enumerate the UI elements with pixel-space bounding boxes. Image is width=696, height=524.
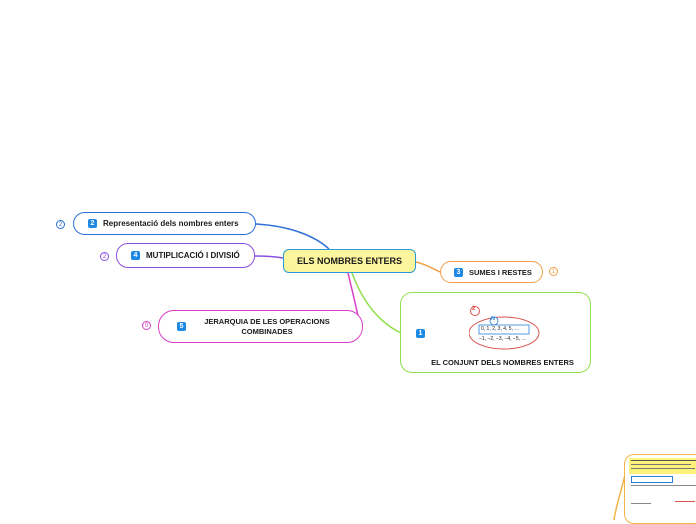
connector-multiplicacio	[254, 255, 284, 259]
set-badge: 2	[472, 306, 476, 312]
topic-number-badge: 2	[88, 219, 97, 228]
doc-line	[631, 485, 696, 486]
topic-label: EL CONJUNT DELS NOMBRES ENTERS	[431, 358, 574, 367]
connector-representacio	[255, 223, 330, 250]
set-symbol-n: N	[491, 316, 495, 322]
topic-label: Representació dels nombres enters	[103, 219, 239, 228]
topic-number-badge: 3	[454, 267, 463, 277]
topic-number-badge: 1	[416, 329, 425, 338]
central-topic[interactable]: ELS NOMBRES ENTERS	[283, 249, 416, 273]
topic-label: MUTIPLICACIÓ I DIVISIÓ	[146, 251, 240, 260]
negatives-list: −1, −2, −3, −4, −5, …	[479, 336, 527, 342]
connector-sumes	[415, 261, 441, 273]
topic-label: SUMES I RESTES	[469, 267, 532, 277]
topic-jerarquia[interactable]: 5 JERARQUIA DE LES OPERACIONS COMBINADES	[158, 310, 363, 343]
topic-conjunt[interactable]: 1 2 N 0, 1, 2, 3, 4, 5, … −1, −2, −3, −4…	[400, 292, 591, 373]
doc-line	[631, 468, 695, 469]
child-count-badge[interactable]: 2	[100, 252, 109, 261]
connector-conjunt	[351, 272, 402, 334]
doc-line	[631, 460, 696, 461]
child-count-badge[interactable]: 2	[56, 220, 65, 229]
central-topic-label: ELS NOMBRES ENTERS	[296, 256, 402, 266]
topic-multiplicacio[interactable]: 4 MUTIPLICACIÓ I DIVISIÓ	[116, 243, 255, 268]
topic-number-badge: 5	[177, 322, 186, 331]
child-count-badge[interactable]: 0	[142, 321, 151, 330]
doc-line	[675, 501, 695, 502]
integer-set-diagram: 2 N 0, 1, 2, 3, 4, 5, … −1, −2, −3, −4, …	[468, 305, 541, 350]
doc-highlight-block	[629, 458, 696, 474]
naturals-list: 0, 1, 2, 3, 4, 5, …	[481, 326, 520, 332]
corner-document-thumbnail[interactable]	[624, 454, 696, 524]
topic-representacio[interactable]: 2 Representació dels nombres enters	[73, 212, 256, 235]
topic-sumes[interactable]: 3 SUMES I RESTES	[440, 261, 543, 283]
doc-box	[631, 476, 673, 483]
topic-label: JERARQUIA DE LES OPERACIONS COMBINADES	[204, 316, 330, 336]
child-count-badge[interactable]: 1	[549, 267, 558, 276]
integer-set-ellipse	[468, 306, 540, 350]
topic-number-badge: 4	[131, 251, 140, 260]
doc-line	[631, 464, 691, 465]
doc-box	[631, 491, 651, 504]
